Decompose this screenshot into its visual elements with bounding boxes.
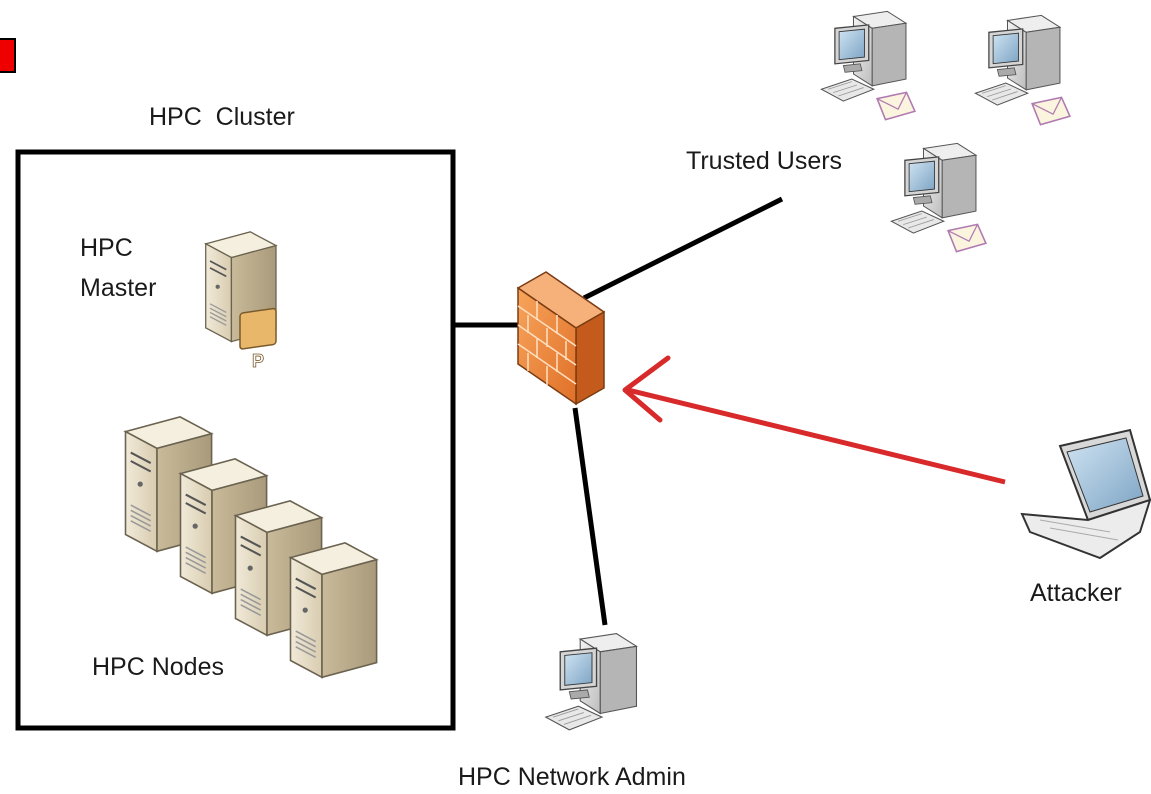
attack-arrow — [622, 355, 1006, 485]
nodes-label: HPC Nodes — [92, 653, 224, 681]
badge-letter: P — [252, 351, 264, 371]
workstation-icon — [974, 14, 1061, 106]
admin-label: HPC Network Admin — [458, 763, 686, 791]
firewall-admin-link — [572, 407, 608, 626]
attacker-label: Attacker — [1030, 579, 1122, 607]
red-marker — [0, 38, 16, 73]
cluster-title: HPC Cluster — [149, 103, 295, 131]
master-label-line2: Master — [80, 274, 157, 302]
mail-icon — [947, 223, 987, 253]
server-icon — [289, 541, 378, 679]
firewall-users-link — [582, 196, 784, 301]
laptop-icon — [1020, 428, 1151, 560]
workstation-icon — [820, 10, 907, 102]
workstation-icon — [890, 142, 977, 234]
firewall-icon — [516, 271, 606, 406]
trusted-users-label: Trusted Users — [686, 147, 843, 175]
trusted-user-workstations — [820, 10, 1071, 253]
admin-workstation-icon — [544, 632, 638, 731]
node-servers — [124, 415, 378, 679]
master-server-icon: P — [204, 230, 277, 371]
mail-icon — [1031, 96, 1071, 126]
mail-icon — [876, 91, 916, 121]
master-label-line1: HPC — [80, 234, 133, 262]
hpc-cluster-box — [15, 149, 456, 731]
